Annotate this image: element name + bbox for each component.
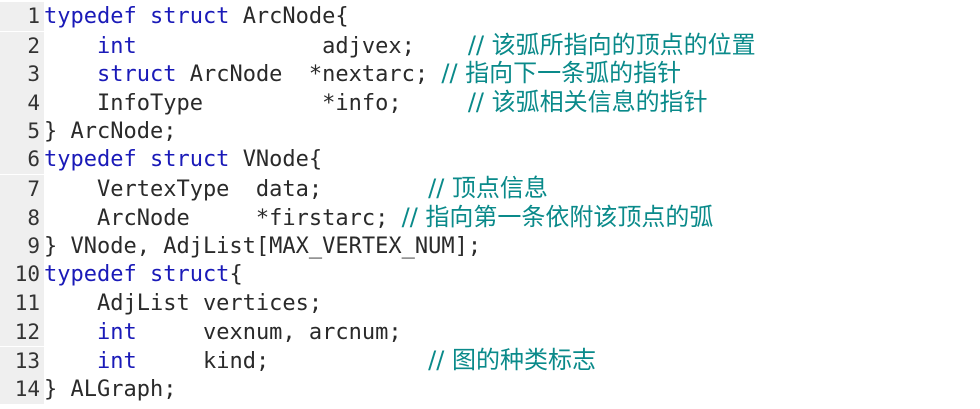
code-line[interactable]: 4 InfoType *info; // 该弧相关信息的指针 xyxy=(0,88,980,118)
code-text[interactable]: VertexType data; // 顶点信息 xyxy=(44,174,548,203)
code-comment: // 该弧所指向的顶点的位置 xyxy=(467,30,756,59)
code-text[interactable]: typedef struct VNode{ xyxy=(44,147,322,172)
code-text[interactable]: struct ArcNode *nextarc; // 指向下一条弧的指针 xyxy=(44,59,682,88)
line-number: 14 xyxy=(0,374,44,404)
line-number: 8 xyxy=(0,203,44,233)
code-keyword: int xyxy=(96,33,137,59)
code-token: } ArcNode; xyxy=(44,118,177,144)
code-line[interactable]: 5} ArcNode; xyxy=(0,116,980,146)
code-token: ArcNode{ xyxy=(242,4,349,29)
line-number: 4 xyxy=(0,89,44,118)
code-text[interactable]: InfoType *info; // 该弧相关信息的指针 xyxy=(44,88,708,117)
code-token xyxy=(44,34,97,59)
code-comment: // 图的种类标志 xyxy=(428,346,596,375)
code-text[interactable]: typedef struct ArcNode{ xyxy=(44,4,349,29)
code-token: VertexType data; xyxy=(44,177,429,203)
code-comment: // 指向下一条弧的指针 xyxy=(441,59,682,88)
code-text[interactable]: ArcNode *firstarc; // 指向第一条依附该顶点的弧 xyxy=(44,202,714,231)
line-number: 5 xyxy=(0,116,44,146)
code-token: ArcNode *firstarc; xyxy=(44,205,402,231)
code-token xyxy=(44,320,97,345)
code-line[interactable]: 7 VertexType data; // 顶点信息 xyxy=(0,174,980,204)
line-number: 9 xyxy=(0,231,44,261)
code-line[interactable]: 8 ArcNode *firstarc; // 指向第一条依附该顶点的弧 xyxy=(0,202,980,233)
code-token: } VNode, AdjList[MAX_VERTEX_NUM]; xyxy=(44,233,482,259)
code-token xyxy=(44,62,97,87)
code-line[interactable]: 14} ALGraph; xyxy=(0,374,980,404)
code-token: VNode{ xyxy=(242,147,323,173)
code-text[interactable]: int vexnum, arcnum; xyxy=(44,320,402,345)
line-number: 2 xyxy=(0,31,44,61)
code-text[interactable]: AdjList vertices; xyxy=(44,291,322,316)
code-token: kind; xyxy=(136,349,429,375)
code-token: } ALGraph; xyxy=(44,376,177,402)
code-keyword: int xyxy=(96,349,137,375)
code-token: ArcNode *nextarc; xyxy=(176,62,442,88)
code-token: adjvex; xyxy=(136,33,468,59)
code-text[interactable]: } ALGraph; xyxy=(44,377,176,402)
code-keyword: struct xyxy=(96,62,177,88)
code-keyword: int xyxy=(96,319,137,345)
code-text[interactable]: } ArcNode; xyxy=(44,119,176,144)
line-number: 3 xyxy=(0,60,44,90)
line-number: 1 xyxy=(0,2,44,31)
code-token: InfoType *info; xyxy=(44,91,468,117)
code-token: { xyxy=(229,262,243,288)
code-token: AdjList vertices; xyxy=(44,290,323,316)
code-comment: // 顶点信息 xyxy=(428,174,548,203)
code-line[interactable]: 12 int vexnum, arcnum; xyxy=(0,317,980,347)
code-text[interactable]: typedef struct{ xyxy=(44,262,243,287)
code-token: vexnum, arcnum; xyxy=(136,319,402,345)
code-line[interactable]: 3 struct ArcNode *nextarc; // 指向下一条弧的指针 xyxy=(0,59,980,90)
line-number: 13 xyxy=(0,347,44,376)
line-number: 7 xyxy=(0,175,44,204)
code-text[interactable]: int adjvex; // 该弧所指向的顶点的位置 xyxy=(44,30,756,59)
line-number: 11 xyxy=(0,288,44,318)
code-comment: // 指向第一条依附该顶点的弧 xyxy=(401,202,714,231)
code-line[interactable]: 9} VNode, AdjList[MAX_VERTEX_NUM]; xyxy=(0,231,980,261)
code-line[interactable]: 2 int adjvex; // 该弧所指向的顶点的位置 xyxy=(0,30,980,61)
code-keyword: typedef struct xyxy=(44,147,243,173)
code-text[interactable]: } VNode, AdjList[MAX_VERTEX_NUM]; xyxy=(44,234,481,259)
code-keyword: typedef struct xyxy=(44,262,230,288)
line-number: 10 xyxy=(0,260,44,289)
code-keyword: typedef struct xyxy=(44,4,243,29)
code-line[interactable]: 11 AdjList vertices; xyxy=(0,288,980,318)
line-number: 12 xyxy=(0,317,44,347)
code-text[interactable]: int kind; // 图的种类标志 xyxy=(44,346,596,375)
line-number: 6 xyxy=(0,145,44,175)
code-line[interactable]: 13 int kind; // 图的种类标志 xyxy=(0,346,980,376)
code-token xyxy=(44,349,97,374)
code-comment: // 该弧相关信息的指针 xyxy=(467,88,708,117)
